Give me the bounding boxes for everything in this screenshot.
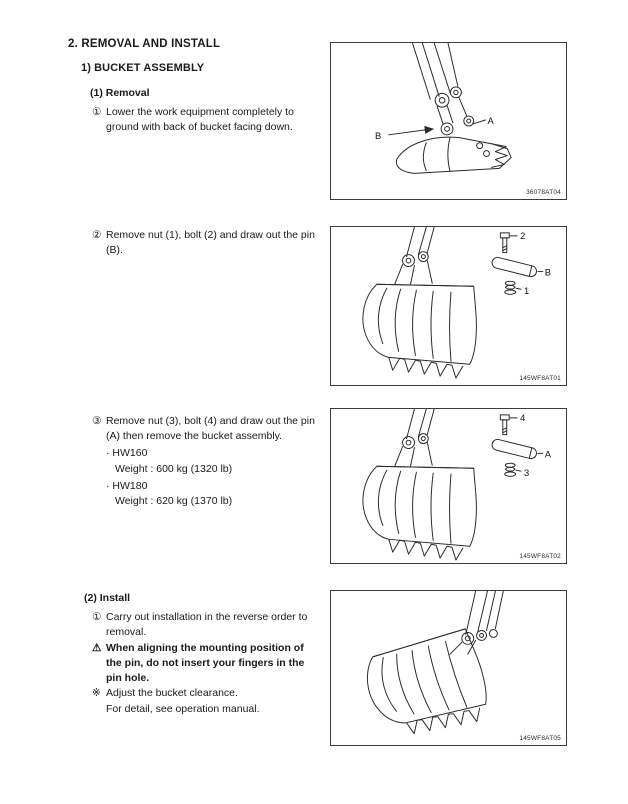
- callout-bolt: 2: [520, 231, 525, 241]
- removal-heading: (1) Removal: [90, 87, 150, 99]
- callout-nut: 3: [524, 468, 529, 478]
- step-number: ②: [92, 229, 102, 241]
- reference-mark: ※: [92, 687, 101, 699]
- figure-id: 145WF8AT02: [519, 553, 561, 560]
- spec-weight: Weight : 620 kg (1370 lb): [115, 495, 233, 508]
- removal-step-2: ② Remove nut (1), bolt (2) and draw out …: [92, 228, 320, 258]
- callout-pin-a: A: [488, 116, 495, 126]
- subsection-title: 1) BUCKET ASSEMBLY: [81, 62, 205, 74]
- warning-icon: ⚠: [92, 642, 102, 654]
- arrow-head: [424, 125, 435, 134]
- figure-pin-b-removal: 2 B 1 145WF8AT01: [330, 226, 567, 386]
- step-number: ①: [92, 106, 102, 118]
- callout-pin-b: B: [375, 131, 381, 141]
- install-step-1: ① Carry out installation in the reverse …: [92, 610, 318, 640]
- figure-bucket-install: 145WF8AT05: [330, 590, 567, 746]
- spec-model: · HW180: [106, 479, 148, 492]
- step-number: ①: [92, 611, 102, 623]
- callout-pin: A: [545, 449, 552, 459]
- removal-step-1: ① Lower the work equipment completely to…: [92, 105, 320, 135]
- figure-pin-a-removal: 4 A 3 145WF8AT02: [330, 408, 567, 564]
- note-text-line: Adjust the bucket clearance.: [106, 687, 238, 699]
- figure-id: 145WF8AT01: [519, 375, 561, 382]
- install-warning: ⚠ When aligning the mounting position of…: [92, 641, 322, 687]
- install-note: ※ Adjust the bucket clearance. For detai…: [92, 686, 320, 717]
- spec-model: · HW160: [106, 447, 148, 460]
- step-text: Remove nut (3), bolt (4) and draw out th…: [106, 414, 324, 509]
- install-heading: (2) Install: [84, 592, 131, 604]
- bucket-install-diagram: [366, 590, 504, 735]
- figure-bucket-lowered: A B 36078AT04: [330, 42, 567, 200]
- step-text: Remove nut (1), bolt (2) and draw out th…: [106, 229, 315, 257]
- bucket-side-diagram: A B: [375, 42, 512, 174]
- step-text: Carry out installation in the reverse or…: [106, 611, 308, 639]
- callout-bolt: 4: [520, 413, 525, 423]
- callout-pin: B: [545, 267, 551, 277]
- figure-id: 145WF8AT05: [519, 735, 561, 742]
- step-number: ③: [92, 415, 102, 427]
- step-text-line: Remove nut (3), bolt (4) and draw out th…: [106, 415, 315, 443]
- warning-text: When aligning the mounting position of t…: [106, 642, 305, 685]
- bucket-pin-diagram: 4 A 3: [362, 408, 552, 561]
- step-text: Lower the work equipment completely to g…: [106, 106, 294, 134]
- section-title: 2. REMOVAL AND INSTALL: [68, 38, 221, 50]
- figure-id: 36078AT04: [526, 189, 561, 196]
- removal-step-3: ③ Remove nut (3), bolt (4) and draw out …: [92, 414, 324, 509]
- note-text: Adjust the bucket clearance. For detail,…: [106, 686, 320, 717]
- bucket-pin-diagram: 2 B 1: [362, 226, 551, 379]
- callout-nut: 1: [524, 286, 529, 296]
- spec-weight: Weight : 600 kg (1320 lb): [115, 462, 233, 475]
- note-detail-line: For detail, see operation manual.: [106, 703, 260, 716]
